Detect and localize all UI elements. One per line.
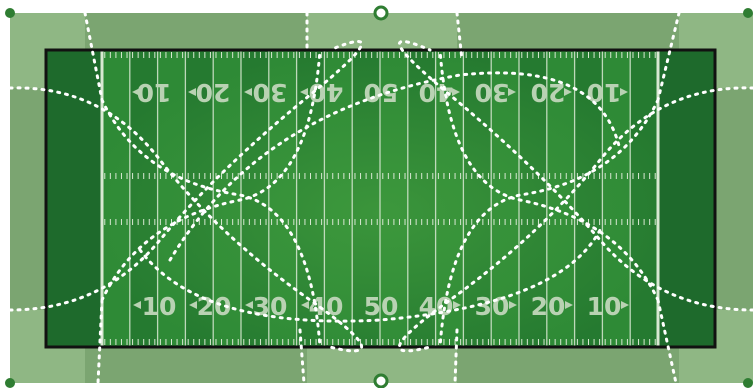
yard-number-bottom: 50 [364, 292, 399, 321]
midfield-marker-top[interactable] [375, 7, 387, 19]
yard-number-top: 10 [137, 78, 172, 107]
corner-marker[interactable] [743, 8, 753, 18]
yard-numbers-bottom: 10 20 30 40 50 40 30 20 10 [142, 292, 622, 321]
corner-marker[interactable] [5, 8, 15, 18]
outer-band-left [10, 88, 50, 310]
yard-number-bottom: 40 [309, 292, 344, 321]
yard-number-top: 30 [475, 78, 510, 107]
yard-number-bottom: 20 [531, 292, 566, 321]
yard-number-top: 50 [364, 78, 399, 107]
yard-number-bottom: 40 [419, 292, 454, 321]
yard-number-top: 30 [253, 78, 288, 107]
yard-number-top: 10 [587, 78, 622, 107]
corner-marker[interactable] [743, 378, 753, 388]
left-end-zone [46, 50, 102, 347]
yard-number-bottom: 10 [142, 292, 177, 321]
outer-band-right [713, 88, 753, 310]
yard-number-bottom: 10 [587, 292, 622, 321]
right-end-zone [658, 50, 715, 347]
midfield-marker-bottom[interactable] [375, 375, 387, 387]
yard-numbers-top: 10 20 30 40 50 40 30 20 10 [137, 78, 622, 107]
corner-marker[interactable] [5, 378, 15, 388]
yard-number-top: 20 [196, 78, 231, 107]
